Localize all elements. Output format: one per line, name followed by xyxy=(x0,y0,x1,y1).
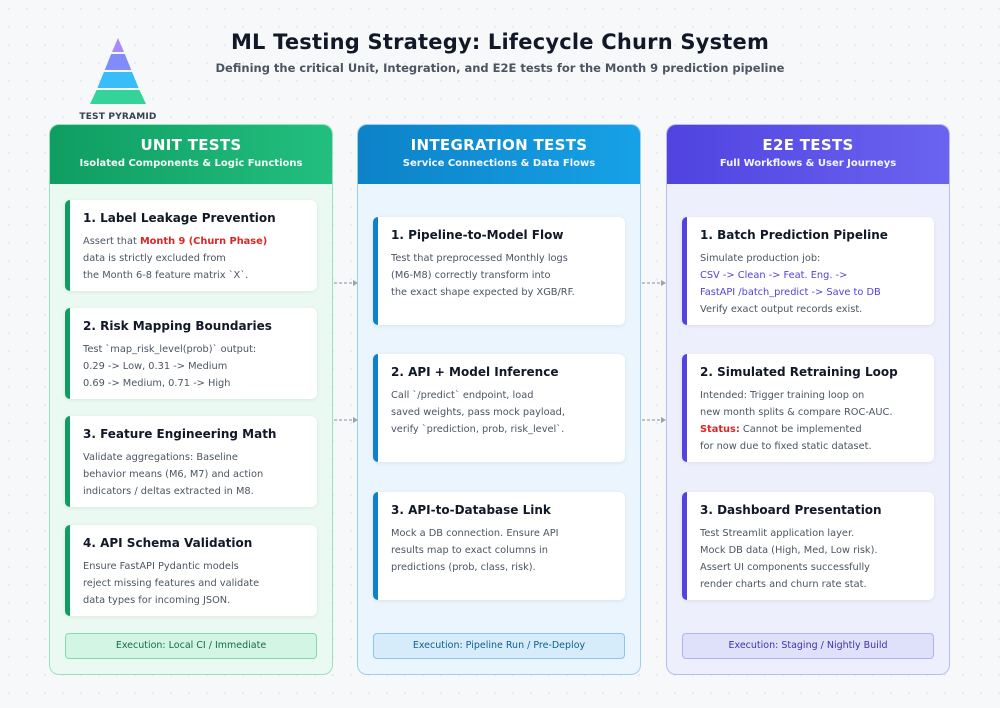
integration-tests-title: INTEGRATION TESTS xyxy=(410,136,588,154)
card-line: (M6-M8) correctly transform into xyxy=(391,270,551,281)
card-line: verify `prediction, prob, risk_level`. xyxy=(391,424,565,435)
card-line: results map to exact columns in xyxy=(391,545,548,556)
card-line: the exact shape expected by XGB/RF. xyxy=(391,287,575,298)
card-line: Call `/predict` endpoint, load xyxy=(391,390,534,401)
arrow-right-icon xyxy=(334,280,358,286)
card-line: Intended: Trigger training loop on xyxy=(700,390,865,401)
e2e-card-batch-prediction: 1. Batch Prediction Pipeline Simulate pr… xyxy=(682,217,934,325)
unit-tests-subtitle: Isolated Components & Logic Functions xyxy=(79,158,303,169)
card-line: Simulate production job: xyxy=(700,253,821,264)
card-line: 0.29 -> Low, 0.31 -> Medium xyxy=(83,361,228,372)
card-line: Test Streamlit application layer. xyxy=(700,528,855,539)
e2e-card-retraining-loop: 2. Simulated Retraining Loop Intended: T… xyxy=(682,354,934,462)
status-label: Status: xyxy=(700,424,740,435)
card-line-flow: CSV -> Clean -> Feat. Eng. -> xyxy=(700,270,848,281)
card-text: Cannot be implemented xyxy=(739,424,862,435)
integration-execution-badge: Execution: Pipeline Run / Pre-Deploy xyxy=(373,633,625,659)
card-title: 3. Feature Engineering Math xyxy=(83,427,277,441)
card-title: 1. Batch Prediction Pipeline xyxy=(700,228,888,242)
card-line: Verify exact output records exist. xyxy=(700,304,863,315)
card-title: 2. Simulated Retraining Loop xyxy=(700,365,898,379)
card-line: for now due to fixed static dataset. xyxy=(700,441,872,452)
card-line: Status: Cannot be implemented xyxy=(700,421,924,438)
card-line: Ensure FastAPI Pydantic models xyxy=(83,561,239,572)
card-text: Assert that xyxy=(83,236,140,247)
card-line: render charts and churn rate stat. xyxy=(700,579,867,590)
card-line: new month splits & compare ROC-AUC. xyxy=(700,407,893,418)
unit-card-feature-engineering: 3. Feature Engineering Math Validate agg… xyxy=(65,416,317,507)
pyramid-label: TEST PYRAMID xyxy=(79,112,157,122)
e2e-tests-header: E2E TESTS Full Workflows & User Journeys xyxy=(667,125,949,184)
card-title: 4. API Schema Validation xyxy=(83,536,253,550)
card-line: Assert UI components successfully xyxy=(700,562,870,573)
card-title: 3. Dashboard Presentation xyxy=(700,503,882,517)
card-title: 2. API + Model Inference xyxy=(391,365,559,379)
card-line: Test `map_risk_level(prob)` output: xyxy=(83,344,257,355)
card-line: data is strictly excluded from xyxy=(83,253,226,264)
unit-card-api-schema: 4. API Schema Validation Ensure FastAPI … xyxy=(65,525,317,616)
integration-card-api-model: 2. API + Model Inference Call `/predict`… xyxy=(373,354,625,462)
card-line: data types for incoming JSON. xyxy=(83,595,231,606)
card-line: reject missing features and validate xyxy=(83,578,260,589)
card-title: 3. API-to-Database Link xyxy=(391,503,551,517)
unit-tests-column: UNIT TESTS Isolated Components & Logic F… xyxy=(49,124,333,675)
card-line: Mock a DB connection. Ensure API xyxy=(391,528,559,539)
unit-card-risk-mapping: 2. Risk Mapping Boundaries Test `map_ris… xyxy=(65,308,317,399)
e2e-execution-badge: Execution: Staging / Nightly Build xyxy=(682,633,934,659)
e2e-tests-subtitle: Full Workflows & User Journeys xyxy=(719,158,897,169)
card-line: predictions (prob, class, risk). xyxy=(391,562,536,573)
integration-tests-subtitle: Service Connections & Data Flows xyxy=(402,158,596,169)
card-title: 1. Pipeline-to-Model Flow xyxy=(391,228,564,242)
unit-tests-title: UNIT TESTS xyxy=(140,136,242,154)
card-title: 1. Label Leakage Prevention xyxy=(83,211,276,225)
unit-execution-badge: Execution: Local CI / Immediate xyxy=(65,633,317,659)
integration-card-pipeline-model: 1. Pipeline-to-Model Flow Test that prep… xyxy=(373,217,625,325)
card-line: indicators / deltas extracted in M8. xyxy=(83,486,254,497)
test-pyramid: TEST PYRAMID xyxy=(78,34,158,122)
card-line: the Month 6-8 feature matrix `X`. xyxy=(83,270,249,281)
card-line: Test that preprocessed Monthly logs xyxy=(391,253,568,264)
card-line-flow: FastAPI /batch_predict -> Save to DB xyxy=(700,287,881,298)
highlight-text: Month 9 (Churn Phase) xyxy=(139,236,268,247)
arrow-right-icon xyxy=(642,280,666,286)
test-pyramid-icon xyxy=(90,38,146,104)
card-line: Assert that Month 9 (Churn Phase) xyxy=(83,233,307,250)
card-line: saved weights, pass mock payload, xyxy=(391,407,565,418)
unit-tests-header: UNIT TESTS Isolated Components & Logic F… xyxy=(50,125,332,184)
page-title: ML Testing Strategy: Lifecycle Churn Sys… xyxy=(230,30,770,54)
card-line: Validate aggregations: Baseline xyxy=(83,452,238,463)
unit-card-label-leakage: 1. Label Leakage Prevention Assert that … xyxy=(65,200,317,291)
integration-tests-header: INTEGRATION TESTS Service Connections & … xyxy=(358,125,640,184)
card-line: 0.69 -> Medium, 0.71 -> High xyxy=(83,378,231,389)
arrow-right-icon xyxy=(642,417,666,423)
e2e-card-dashboard: 3. Dashboard Presentation Test Streamlit… xyxy=(682,492,934,600)
e2e-tests-title: E2E TESTS xyxy=(762,136,854,154)
card-line: Mock DB data (High, Med, Low risk). xyxy=(700,545,878,556)
card-title: 2. Risk Mapping Boundaries xyxy=(83,319,272,333)
integration-card-api-database: 3. API-to-Database Link Mock a DB connec… xyxy=(373,492,625,600)
integration-tests-column: INTEGRATION TESTS Service Connections & … xyxy=(357,124,641,675)
e2e-tests-column: E2E TESTS Full Workflows & User Journeys… xyxy=(666,124,950,675)
arrow-right-icon xyxy=(334,417,358,423)
page-subtitle: Defining the critical Unit, Integration,… xyxy=(215,61,785,75)
card-line: behavior means (M6, M7) and action xyxy=(83,469,264,480)
